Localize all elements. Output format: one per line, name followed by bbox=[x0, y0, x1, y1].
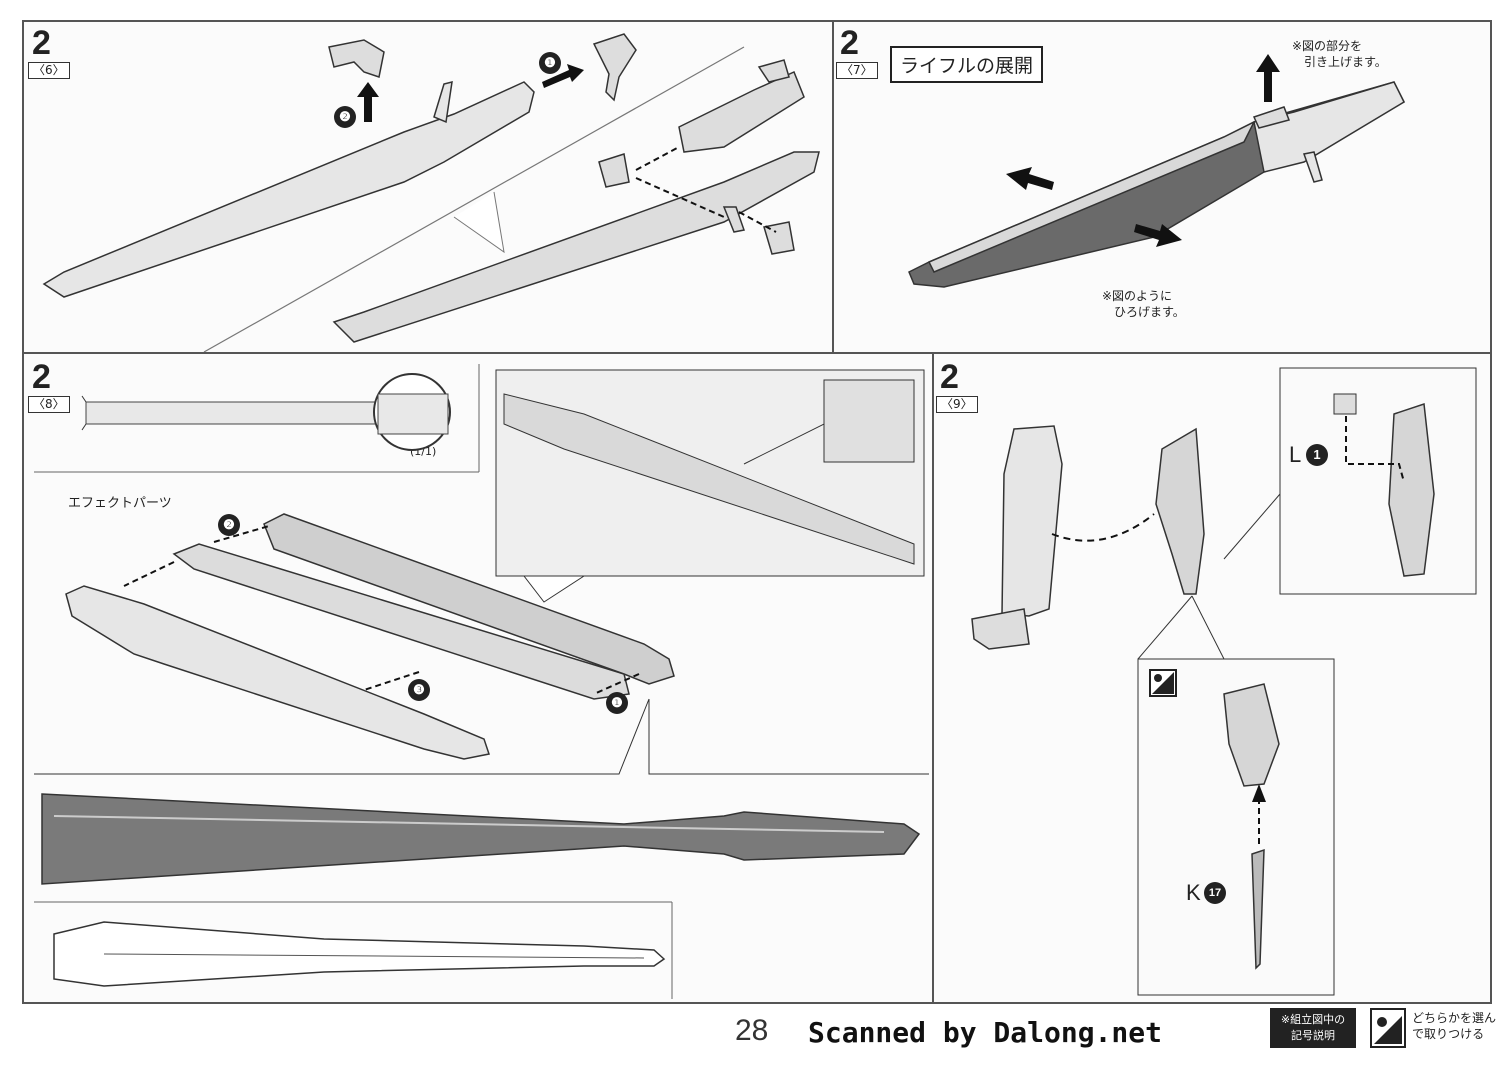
effect-parts-illustration bbox=[34, 364, 929, 999]
panel-step-2-6: 2 〈6〉 ❶ ❷ bbox=[22, 20, 834, 354]
arm-shield-illustration bbox=[971, 367, 1477, 996]
part-letter: K bbox=[1186, 880, 1201, 905]
note-line: ※図のように bbox=[1102, 289, 1173, 303]
substep-label: 〈9〉 bbox=[936, 396, 978, 413]
legend-description: どちらかを選ん で取りつける bbox=[1412, 1010, 1496, 1042]
choose-one-icon bbox=[1370, 1008, 1406, 1048]
step-number: 2 bbox=[940, 358, 959, 396]
marker-step-3: ❸ bbox=[408, 679, 430, 701]
legend-line: 記号説明 bbox=[1291, 1029, 1335, 1042]
legend-line: ※組立図中の bbox=[1280, 1013, 1346, 1026]
legend-line: どちらかを選ん bbox=[1412, 1011, 1497, 1025]
part-letter: L bbox=[1289, 442, 1302, 467]
note-line: ひろげます。 bbox=[1114, 305, 1185, 319]
rifle-deploy-illustration bbox=[908, 54, 1405, 288]
panel-title: ライフルの展開 bbox=[890, 46, 1044, 83]
rifle-assembly-illustration bbox=[42, 33, 820, 352]
effect-parts-label: エフェクトパーツ bbox=[68, 496, 172, 511]
substep-label: 〈8〉 bbox=[28, 396, 70, 413]
note-spread: ※図のように ひろげます。 bbox=[1102, 288, 1185, 320]
marker-step-2: ❷ bbox=[218, 514, 240, 536]
note-line: ※図の部分を bbox=[1292, 39, 1363, 53]
note-pull-up: ※図の部分を 引き上げます。 bbox=[1292, 38, 1387, 70]
step-number: 2 bbox=[32, 24, 51, 62]
scan-credit: Scanned by Dalong.net bbox=[808, 1016, 1163, 1049]
substep-label: 〈7〉 bbox=[836, 62, 878, 79]
panel-step-2-7: 2 〈7〉 ライフルの展開 ※図の部分を 引き上げます。 ※図のように ひろげま… bbox=[832, 20, 1492, 354]
part-number-l: 1 bbox=[1306, 444, 1328, 466]
marker-step-1: ❶ bbox=[539, 52, 561, 74]
page-number: 28 bbox=[735, 1014, 769, 1047]
part-label-l: L bbox=[1289, 442, 1301, 468]
note-line: 引き上げます。 bbox=[1304, 55, 1387, 69]
substep-label: 〈6〉 bbox=[28, 62, 70, 79]
marker-step-2: ❷ bbox=[334, 106, 356, 128]
marker-step-1: ❶ bbox=[606, 692, 628, 714]
part-label-k: K bbox=[1186, 880, 1201, 906]
step-number: 2 bbox=[32, 358, 51, 396]
panel-step-2-9: 2 〈9〉 L 1 K 17 bbox=[932, 352, 1492, 1004]
legend-line: で取りつける bbox=[1412, 1027, 1485, 1041]
part-number-k: 17 bbox=[1204, 882, 1226, 904]
step-number: 2 bbox=[840, 24, 859, 62]
panel-step-2-8: 2 〈8〉 (1/1) エフェクトパーツ bbox=[22, 352, 934, 1004]
legend-label: ※組立図中の 記号説明 bbox=[1270, 1008, 1356, 1048]
